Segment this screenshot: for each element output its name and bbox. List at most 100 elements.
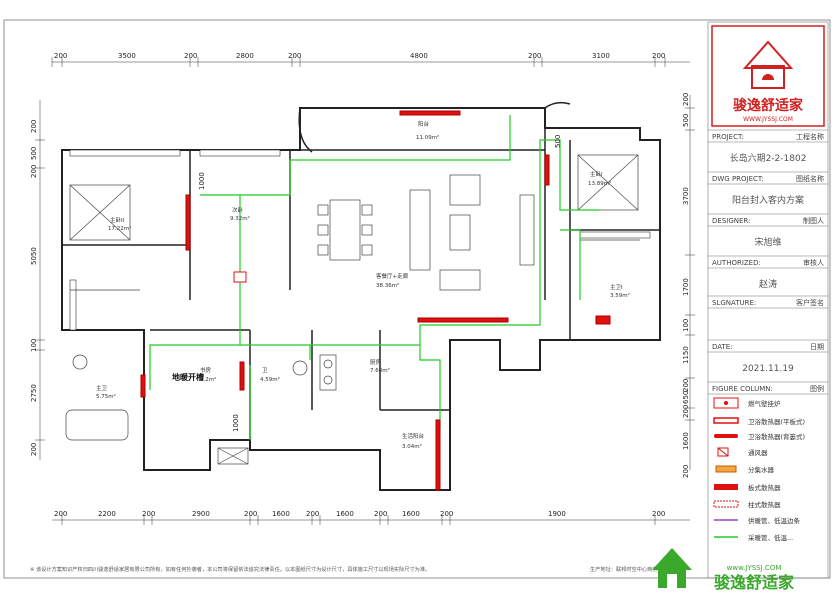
dim-right-4: 1700 [682,278,690,296]
legend-label-8: 供暖管、低温边条 [748,516,801,525]
dim-top-6: 4800 [410,52,428,60]
top-dimension-line [51,57,690,67]
dim-bottom-13: 200 [652,510,665,518]
signature-label: SLGNATURE: [712,299,756,307]
furniture [65,154,640,465]
dim-right-1: 200 [682,93,690,106]
bottom-dimension-line [52,515,690,525]
dim-top-1: 200 [54,52,67,60]
dim-left-6: 2750 [30,384,38,402]
dim-bottom-12: 1900 [548,510,566,518]
manifold-unit [233,271,247,283]
room-name-life-balcony: 生活阳台 [402,432,425,440]
legend-label-7: 柱式散热器 [748,500,781,509]
boiler-icon [713,397,739,409]
brand-footer-text: 骏逸舒适家 [714,573,795,592]
room-area-washroom: 4.59m² [260,376,280,383]
dim-right-6: 1150 [682,346,690,364]
legend-label-5: 分集水器 [748,465,775,474]
legend-label-9: 采暖管、低温... [748,533,793,542]
legend-label-2: 卫浴散热器(平板式) [748,417,805,426]
designer-value: 宋旭维 [754,236,781,248]
radiators [140,110,611,491]
project-value: 长岛六期2-2-1802 [730,152,807,164]
dim-right-10: 1600 [682,432,690,450]
radiator-second-bedroom [185,194,191,251]
footer-note: ※ 该设计方案知识产权归四川骏逸舒适家居有限公司所有，如有任何抄袭者，本公司将保… [30,565,430,573]
room-name-balcony: 阳台 [418,120,430,128]
dim-bottom-8: 1600 [336,510,354,518]
dim-bottom-10: 1600 [402,510,420,518]
dim-inner-2: 500 [554,135,562,148]
dim-right-7: 200 [682,379,690,392]
right-dimension-line [685,95,695,470]
designer-cn: 制图人 [803,216,824,225]
dim-top-2: 3500 [118,52,136,60]
room-name-second-bedroom: 次卧 [232,206,244,214]
room-name-master-bedroom-II: 主卧II [110,216,125,224]
dim-left-4: 5050 [30,247,38,265]
signature-cn: 客户签名 [796,298,824,307]
legend: 燃气壁挂炉 卫浴散热器(平板式) 卫浴散热器(背篓式) 通风器 分集水器 板式散… [713,397,805,542]
figure-cn: 图例 [810,384,824,393]
radiator-bedroom-I [544,154,550,186]
room-name-living: 客餐厅+走廊 [376,272,409,280]
room-labels: 主卧II 17.22m² 次卧 9.32m² 阳台 11.09m² 主卧I 13… [96,120,630,450]
dim-inner-1: 1000 [198,172,206,190]
dim-top-9: 200 [652,52,665,60]
basket-bath-radiator-icon [714,434,738,438]
dim-left-7: 200 [30,443,38,456]
dim-left-2: 500 [30,147,38,160]
room-name-master-bedroom-I: 主卧I [590,170,603,178]
company-logo: 骏逸舒适家 WWW.JYSSJ.COM [733,40,804,123]
dim-right-11: 200 [682,465,690,478]
logo-url: WWW.JYSSJ.COM [743,116,793,123]
dim-bottom-1: 200 [54,510,67,518]
authorized-value: 赵涛 [759,278,777,290]
sheet-border [3,19,831,579]
dim-bottom-11: 200 [440,510,453,518]
date-value: 2021.11.19 [742,364,794,374]
dim-right-5: 100 [682,319,690,332]
dwg-label: DWG PROJECT: [712,175,764,183]
date-cn: 日期 [810,343,824,351]
footer-right: 生产地址：联邦时空中心商务... [590,565,663,573]
manifold-icon [715,465,737,473]
legend-label-4: 通风器 [748,448,768,457]
legend-label-3: 卫浴散热器(背篓式) [748,432,805,441]
radiator-life-balcony [435,419,441,491]
flat-bath-radiator-icon [713,417,739,424]
authorized-label: AUTHORIZED: [712,259,761,267]
windows [69,149,651,331]
dim-right-3: 3700 [682,187,690,205]
dim-inner-3: 1000 [232,414,240,432]
date-label: DATE: [712,343,733,351]
legend-label-1: 燃气壁挂炉 [748,399,781,408]
radiator-balcony [399,110,461,116]
room-area-balcony: 11.09m² [416,134,439,141]
room-name-master-bath-I: 主卫I [610,283,623,291]
dim-bottom-5: 200 [244,510,257,518]
left-dimension-line [35,100,45,460]
dim-bottom-4: 2900 [192,510,210,518]
column-radiator-icon [713,500,739,508]
brand-watermark: www.JYSSJ.COM 骏逸舒适家 [652,548,795,592]
dim-top-5: 200 [288,52,301,60]
room-name-study: 书房 [200,366,212,374]
dwg-cn: 图纸名称 [796,174,824,183]
dim-bottom-9: 200 [374,510,387,518]
room-area-living: 38.36m² [376,282,399,289]
radiator-master-bath-I [595,315,611,325]
ventilator-icon [717,447,729,457]
designer-label: DESIGNER: [712,217,750,225]
room-area-master-bedroom-II: 17.22m² [108,225,131,232]
dim-right-8: 650 [682,391,690,404]
authorized-cn: 审核人 [803,258,824,267]
dim-left-5: 100 [30,339,38,352]
dim-top-7: 200 [528,52,541,60]
radiator-master-bath [140,374,146,398]
dim-left-1: 200 [30,120,38,133]
project-label: PROJECT: [712,133,744,141]
legend-label-6: 板式散热器 [748,483,781,492]
room-area-master-bedroom-I: 13.89m² [588,180,611,187]
